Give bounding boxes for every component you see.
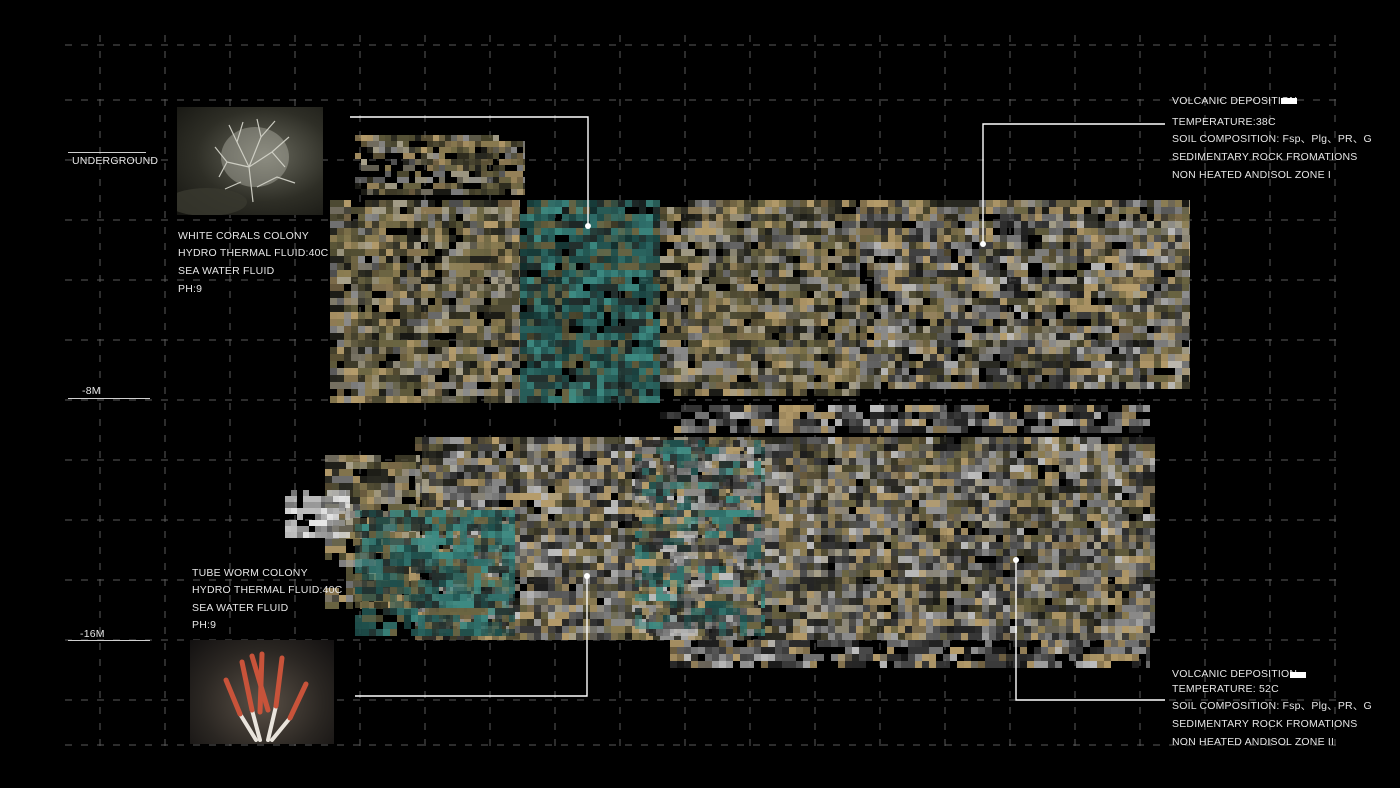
zone2-soil: SOIL COMPOSITION: Fsp、Plg、PR、G bbox=[1172, 700, 1372, 712]
zone2-title: VOLCANIC DEPOSITION bbox=[1172, 668, 1298, 680]
tube-worm-seawater: SEA WATER FLUID bbox=[192, 602, 289, 614]
tube-worm-photo bbox=[190, 640, 334, 744]
depth-line-16m bbox=[68, 640, 150, 641]
pin-zone2 bbox=[1013, 557, 1019, 563]
zone2-sedimentary: SEDIMENTARY ROCK FROMATIONS bbox=[1172, 718, 1358, 730]
depth-label-underground: UNDERGROUND bbox=[72, 155, 159, 167]
white-coral-icon bbox=[177, 118, 296, 215]
upper-bottom-fringe bbox=[660, 405, 1150, 433]
upper-left-block bbox=[330, 200, 520, 403]
zone1-zone-name: NON HEATED ANDISOL ZONE I bbox=[1172, 169, 1332, 181]
leader-line-white-corals bbox=[350, 116, 589, 224]
zone2-temperature: TEMPERATURE: 52C bbox=[1172, 683, 1279, 695]
lower-teal-mid bbox=[635, 440, 765, 636]
lower-white-fragment bbox=[285, 490, 350, 538]
zone2-legend-swatch bbox=[1290, 672, 1306, 678]
lower-bottom-fringe bbox=[670, 640, 1150, 668]
pin-zone1 bbox=[980, 241, 986, 247]
white-corals-ph: PH:9 bbox=[178, 283, 203, 295]
lower-teal-block bbox=[355, 510, 515, 636]
white-corals-title: WHITE CORALS COLONY bbox=[178, 230, 309, 242]
leader-line-zone2 bbox=[1015, 562, 1165, 701]
depth-label-16m: -16M bbox=[80, 628, 105, 640]
depth-line-8m bbox=[68, 398, 150, 399]
tube-worm-title: TUBE WORM COLONY bbox=[192, 567, 308, 579]
zone1-temperature: TEMPERATURE:38C bbox=[1172, 116, 1276, 128]
upper-mid-block bbox=[660, 200, 860, 396]
tube-worm-icon bbox=[223, 651, 309, 742]
zone2-zone-name: NON HEATED ANDISOL ZONE II bbox=[1172, 736, 1335, 748]
leader-line-zone1 bbox=[982, 123, 1165, 242]
lower-main-block bbox=[415, 437, 1155, 640]
leader-line-tube-worm bbox=[355, 578, 588, 697]
white-corals-seawater: SEA WATER FLUID bbox=[178, 265, 275, 277]
depth-label-8m: -8M bbox=[82, 385, 101, 397]
zone1-title: VOLCANIC DEPOSITION bbox=[1172, 95, 1298, 107]
upper-teal-block bbox=[520, 200, 660, 403]
pin-white-corals bbox=[585, 223, 591, 229]
tube-worm-fluid: HYDRO THERMAL FLUID:40C bbox=[192, 584, 343, 596]
depth-line-underground bbox=[68, 152, 146, 153]
zone1-sedimentary: SEDIMENTARY ROCK FROMATIONS bbox=[1172, 151, 1358, 163]
upper-right-block bbox=[860, 200, 1190, 389]
zone1-soil: SOIL COMPOSITION: Fsp、Plg、PR、G bbox=[1172, 133, 1372, 145]
upper-scatter-top bbox=[355, 135, 525, 195]
pin-tube-worm bbox=[584, 573, 590, 579]
tube-worm-ph: PH:9 bbox=[192, 619, 217, 631]
white-coral-photo bbox=[177, 107, 323, 215]
zone1-legend-swatch bbox=[1281, 98, 1297, 104]
white-corals-fluid: HYDRO THERMAL FLUID:40C bbox=[178, 247, 329, 259]
